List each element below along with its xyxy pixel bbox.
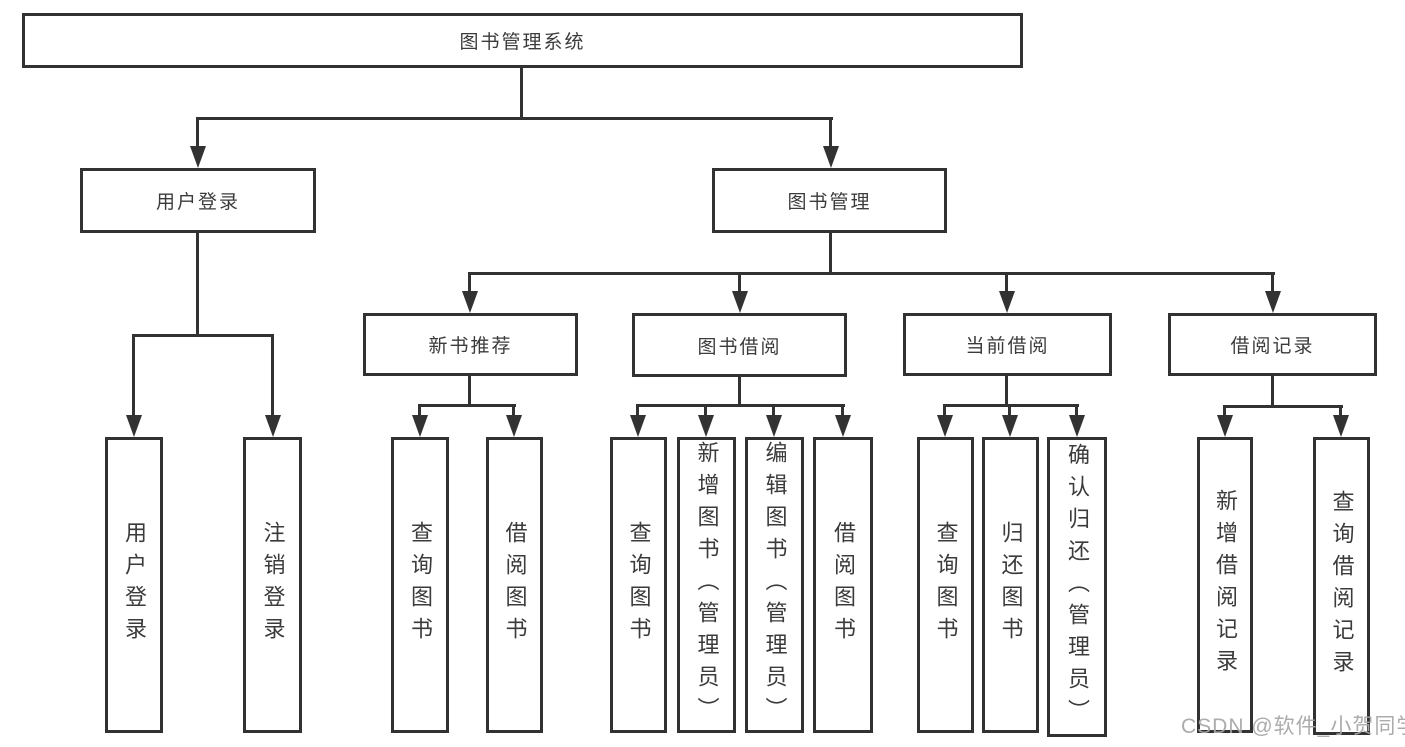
connector-drop-current-borrow xyxy=(1005,272,1008,294)
arrow-down-icon xyxy=(1265,291,1281,313)
node-book-mgmt: 图书管理 xyxy=(712,168,947,233)
arrow-down-icon xyxy=(698,415,714,437)
connector-book-mgmt-trunk xyxy=(829,233,832,275)
arrow-down-icon xyxy=(1069,415,1085,437)
node-book-mgmt-label: 图书管理 xyxy=(787,192,872,213)
connector-drop xyxy=(1339,405,1342,417)
leaf-query-books-current: 查询图书 xyxy=(917,437,974,733)
node-new-book-recommend-label: 新书推荐 xyxy=(428,336,513,357)
arrow-down-icon xyxy=(412,415,428,437)
leaf-add-borrow-record: 新增借阅记录 xyxy=(1197,437,1253,733)
connector-drop xyxy=(1075,404,1078,417)
leaf-logout: 注销登录 xyxy=(243,437,302,733)
leaf-query-borrow-record-label: 查询借阅记录 xyxy=(1329,490,1355,682)
node-user-login-label: 用户登录 xyxy=(155,192,240,213)
connector-drop-user-login xyxy=(196,117,199,148)
node-book-borrow: 图书借阅 xyxy=(632,313,847,377)
node-user-login: 用户登录 xyxy=(80,168,316,233)
connector-drop xyxy=(1223,405,1226,417)
connector-book-borrow-trunk xyxy=(738,377,741,407)
connector-drop xyxy=(636,404,639,417)
node-current-borrow-label: 当前借阅 xyxy=(965,336,1050,357)
leaf-query-books-recommend: 查询图书 xyxy=(391,437,449,733)
leaf-return-books-label: 归还图书 xyxy=(998,521,1024,649)
leaf-edit-book-admin-label: 编辑图书（管理员） xyxy=(762,441,788,729)
node-borrow-records: 借阅记录 xyxy=(1168,313,1377,376)
connector-drop xyxy=(841,404,844,417)
arrow-down-icon xyxy=(126,415,142,437)
arrow-down-icon xyxy=(265,415,281,437)
leaf-borrow-books-2-label: 借阅图书 xyxy=(831,521,856,649)
connector-drop-leaf-user-login xyxy=(132,334,135,417)
leaf-add-borrow-record-label: 新增借阅记录 xyxy=(1213,489,1238,681)
leaf-add-book-admin-label: 新增图书（管理员） xyxy=(694,441,720,729)
node-new-book-recommend: 新书推荐 xyxy=(363,313,578,376)
leaf-user-login-label: 用户登录 xyxy=(122,521,147,649)
connector-drop-book-borrow xyxy=(738,272,741,294)
arrow-down-icon xyxy=(462,291,478,313)
node-root-label: 图书管理系统 xyxy=(459,32,586,53)
connector-drop xyxy=(943,404,946,417)
connector-drop-book-mgmt xyxy=(829,117,832,148)
connector-drop-leaf-logout xyxy=(271,334,274,417)
leaf-borrow-books-2: 借阅图书 xyxy=(813,437,873,733)
arrow-down-icon xyxy=(1333,415,1349,437)
arrow-down-icon xyxy=(999,291,1015,313)
arrow-down-icon xyxy=(190,146,206,168)
arrow-down-icon xyxy=(630,415,646,437)
arrow-down-icon xyxy=(732,291,748,313)
leaf-return-books: 归还图书 xyxy=(982,437,1039,733)
connector-book-borrow-bus xyxy=(636,404,845,407)
csdn-watermark: CSDN @软件_小贺同学 xyxy=(1181,715,1405,738)
leaf-borrow-books-recommend: 借阅图书 xyxy=(486,437,543,733)
node-book-borrow-label: 图书借阅 xyxy=(697,336,782,358)
leaf-logout-label: 注销登录 xyxy=(260,521,286,649)
node-root: 图书管理系统 xyxy=(22,13,1023,68)
leaf-edit-book-admin: 编辑图书（管理员） xyxy=(745,437,804,733)
connector-user-login-bus xyxy=(132,334,274,337)
arrow-down-icon xyxy=(766,415,782,437)
connector-user-login-trunk xyxy=(196,233,199,336)
arrow-down-icon xyxy=(1002,415,1018,437)
connector-root-bus xyxy=(196,117,833,120)
node-borrow-records-label: 借阅记录 xyxy=(1230,336,1315,357)
connector-book-mgmt-bus xyxy=(468,272,1275,275)
connector-drop xyxy=(772,404,775,417)
leaf-confirm-return-admin: 确认归还（管理员） xyxy=(1047,437,1107,737)
leaf-query-books-borrow-label: 查询图书 xyxy=(626,521,652,649)
leaf-add-book-admin: 新增图书（管理员） xyxy=(677,437,736,733)
connector-borrow-records-bus xyxy=(1223,405,1343,408)
arrow-down-icon xyxy=(1217,415,1233,437)
arrow-down-icon xyxy=(823,146,839,168)
connector-drop xyxy=(704,404,707,417)
leaf-user-login: 用户登录 xyxy=(105,437,163,733)
leaf-confirm-return-admin-label: 确认归还（管理员） xyxy=(1065,443,1090,731)
node-current-borrow: 当前借阅 xyxy=(903,313,1112,376)
leaf-query-borrow-record: 查询借阅记录 xyxy=(1313,437,1370,735)
connector-drop xyxy=(512,404,515,417)
connector-drop-new-book xyxy=(468,272,471,294)
connector-root-trunk xyxy=(520,68,523,118)
connector-current-borrow-trunk xyxy=(1005,376,1008,407)
connector-new-book-bus xyxy=(418,404,516,407)
leaf-borrow-books-recommend-label: 借阅图书 xyxy=(502,521,528,649)
arrow-down-icon xyxy=(835,415,851,437)
connector-drop-borrow-records xyxy=(1271,272,1274,294)
connector-drop xyxy=(418,404,421,417)
leaf-query-books-borrow: 查询图书 xyxy=(610,437,667,733)
connector-current-borrow-bus xyxy=(943,404,1079,407)
connector-new-book-trunk xyxy=(468,376,471,407)
arrow-down-icon xyxy=(937,415,953,437)
connector-borrow-records-trunk xyxy=(1271,376,1274,408)
leaf-query-books-current-label: 查询图书 xyxy=(933,521,959,649)
arrow-down-icon xyxy=(506,415,522,437)
connector-drop xyxy=(1008,404,1011,417)
leaf-query-books-recommend-label: 查询图书 xyxy=(408,521,433,649)
